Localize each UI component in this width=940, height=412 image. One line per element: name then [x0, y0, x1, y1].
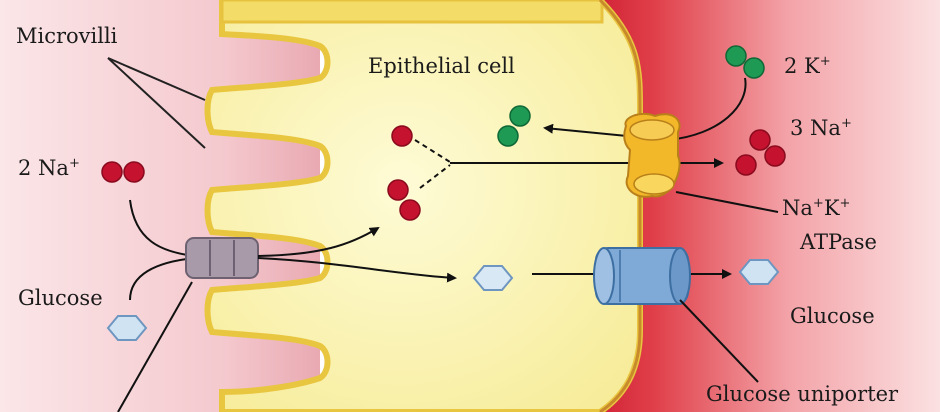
top-membrane-band — [222, 0, 602, 22]
outside-sodium-ion — [736, 155, 756, 175]
microvilli-label: Microvilli — [16, 26, 117, 47]
cell-potassium-ion — [510, 106, 530, 126]
apical-glucose-molecule — [108, 316, 146, 340]
apical-sodium-ion — [124, 162, 144, 182]
potassium-out-label: 2 K+ — [784, 56, 831, 77]
atpase-label-ions: Na+K+ — [782, 198, 850, 219]
apical-glucose-label: Glucose — [18, 288, 103, 309]
sodium-out-label: 3 Na+ — [790, 118, 852, 139]
apical-sodium-label: 2 Na+ — [18, 158, 80, 179]
na-glucose-symporter-icon — [186, 238, 258, 278]
uniporter-label: Glucose uniporter — [706, 384, 898, 405]
atpase-label-name: ATPase — [800, 232, 877, 253]
outside-glucose-molecule — [740, 260, 778, 284]
outside-potassium-ion — [726, 46, 746, 66]
apical-sodium-ion — [102, 162, 122, 182]
na-k-atpase-pump-icon — [624, 114, 679, 197]
outside-potassium-ion — [744, 58, 764, 78]
cell-sodium-ion — [400, 200, 420, 220]
cell-sodium-ion — [388, 180, 408, 200]
glucose-uniporter-channel-icon — [594, 248, 690, 304]
outside-sodium-ion — [750, 130, 770, 150]
cell-sodium-ion — [392, 126, 412, 146]
epithelial-cell-label: Epithelial cell — [368, 56, 515, 77]
basal-glucose-label: Glucose — [790, 306, 875, 327]
cell-potassium-ion — [498, 126, 518, 146]
cell-glucose-molecule — [474, 266, 512, 290]
outside-sodium-ion — [765, 146, 785, 166]
